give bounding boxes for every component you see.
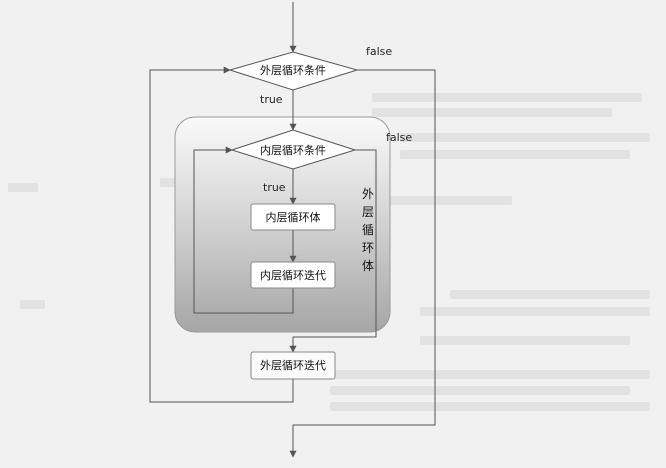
inner-body-box	[250, 203, 336, 231]
outer-body-char: 体	[362, 259, 374, 273]
outer-false-label: false	[366, 45, 392, 58]
outer-body-char: 外	[362, 187, 374, 201]
inner-true-label: true	[263, 181, 286, 194]
outer-body-char: 循	[362, 223, 374, 237]
inner-iteration-label: 内层循环迭代	[260, 268, 326, 282]
outer-iteration-label: 外层循环迭代	[260, 359, 326, 372]
outer-false-arrow	[289, 69, 436, 458]
inner-loopback-arrow	[193, 146, 294, 314]
inner-condition-label: 内层循环条件	[260, 143, 326, 157]
inner-false-arrow	[289, 149, 377, 353]
outer-body-vertical-label: 外 层 循 环 体	[362, 187, 374, 273]
outer-true-label: true	[260, 93, 283, 106]
outer-body-char: 环	[362, 241, 374, 255]
outer-condition-label: 外层循环条件	[260, 63, 326, 77]
inner-false-label: false	[386, 131, 412, 144]
outer-body-char: 层	[362, 205, 374, 219]
outer-loopback-arrow	[149, 66, 294, 403]
outer-condition-diamond	[228, 51, 359, 91]
inner-body-label: 内层循环体	[266, 210, 321, 224]
inner-iteration-box	[250, 261, 336, 289]
outer-iteration-box	[250, 351, 336, 380]
inner-condition-diamond	[230, 129, 357, 170]
